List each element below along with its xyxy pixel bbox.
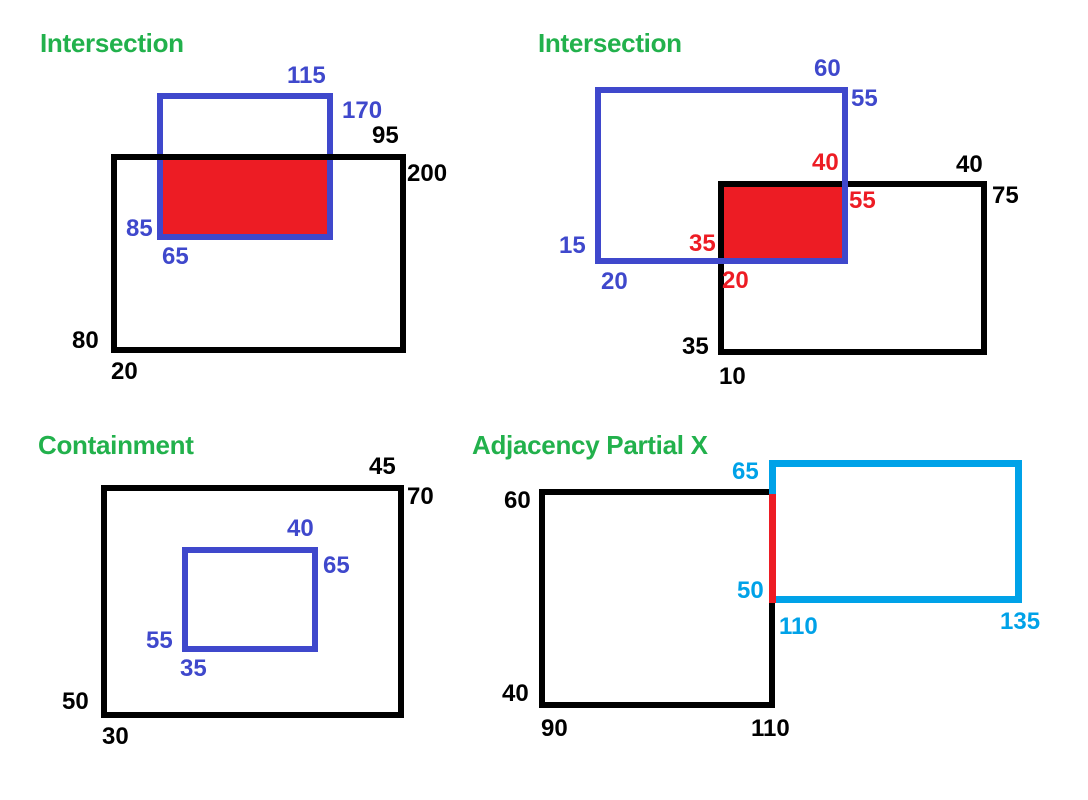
panel1-label-blue-115: 115 [287,62,326,89]
panel1-label-black-200: 200 [407,160,448,187]
panel1-title: Intersection [40,28,184,58]
panel4-label-black-110: 110 [751,715,790,742]
panel3-blue-rect [182,547,318,652]
panel2-label-blue-20: 20 [601,268,628,295]
panel4-label-black-40: 40 [502,680,529,707]
panel4-title: Adjacency Partial X [472,430,708,460]
panel2-label-black-40: 40 [956,151,983,178]
panel4-shared-edge-segment [769,494,776,603]
panel1-label-black-20: 20 [111,358,138,385]
panel1-intersection-fill [163,160,327,234]
panel2-blue-rect [595,87,848,264]
panel3-label-black-45: 45 [369,453,396,480]
panel4-label-cyan-135: 135 [1000,608,1041,635]
panel1-blue-rect [157,93,333,240]
panel1-label-blue-85: 85 [126,215,153,242]
panel3-label-black-50: 50 [62,688,89,715]
panel2-label-red-55: 55 [849,187,876,214]
panel1-black-rect [111,154,406,353]
panel4-label-cyan-50: 50 [737,577,764,604]
panel3-title: Containment [38,430,194,460]
panel3-label-black-70: 70 [407,483,434,510]
panel2-label-red-20: 20 [722,267,749,294]
panel2-label-blue-60: 60 [814,55,841,82]
panel3-label-blue-65: 65 [323,552,350,579]
panel2-label-blue-15: 15 [559,232,586,259]
panel2-label-red-40: 40 [812,149,839,176]
panel4-label-cyan-65: 65 [732,458,759,485]
panel4-cyan-rect [769,460,1022,603]
panel3-black-rect [101,485,404,718]
panel2-title: Intersection [538,28,682,58]
panel4-label-black-90: 90 [541,715,568,742]
panel3-label-black-30: 30 [102,723,129,750]
panel2-black-rect [718,181,987,355]
panel4-label-black-60: 60 [504,487,531,514]
panel3-label-blue-40: 40 [287,515,314,542]
panel2-intersection-fill [724,187,842,258]
panel1-label-black-80: 80 [72,327,99,354]
panel2-label-red-35: 35 [689,230,716,257]
panel2-label-black-10: 10 [719,363,746,390]
panel3-label-blue-55: 55 [146,627,173,654]
panel2-label-black-35: 35 [682,333,709,360]
panel2-label-blue-55: 55 [851,85,878,112]
panel1-label-blue-65: 65 [162,243,189,270]
panel4-label-cyan-110: 110 [779,613,818,640]
panel1-label-black-95: 95 [372,122,399,149]
panel3-label-blue-35: 35 [180,655,207,682]
panel2-label-black-75: 75 [992,182,1019,209]
panel1-label-blue-170: 170 [342,97,383,124]
